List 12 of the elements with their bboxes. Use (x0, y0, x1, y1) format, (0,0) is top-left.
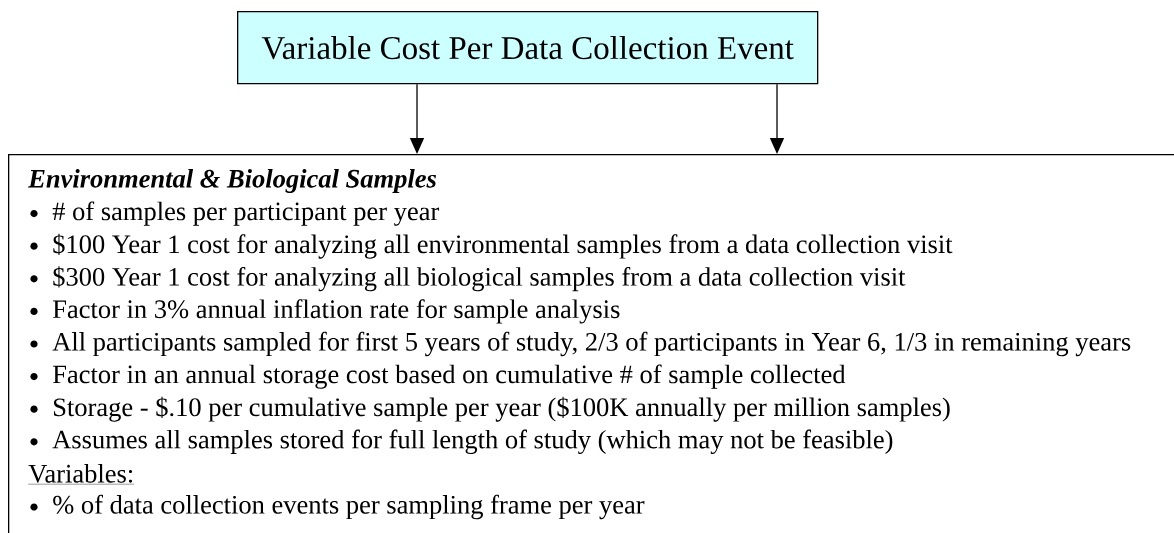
section-label: Variables: (28, 464, 135, 485)
bullet-item: Storage - $.10 per cumulative sample per year ($100K annually per million samples) (30, 396, 950, 422)
heading: Environmental & Biological Samples (28, 169, 437, 193)
bullet-item: Factor in 3% annual inflation rate for sample analysis (30, 299, 620, 324)
bullet-item: Assumes all samples stored for full length of study (which may not be feasible) (30, 429, 893, 454)
bullet-item: $100 Year 1 cost for analyzing all environmental samples from a data collection visit (30, 233, 953, 259)
bullet-item: $300 Year 1 cost for analyzing all biological samples from a data collection visit (30, 266, 906, 292)
bullet-item: # of samples per participant per year (30, 201, 440, 226)
bullet-item: All participants sampled for first 5 years of study, 2/3 of participants in Year 6, 1/3 in remaining years (30, 331, 1131, 357)
bullet-item: % of data collection events per sampling frame per year (30, 494, 645, 520)
bullet-item: Factor in an annual storage cost based on cumulative # of sample collected (30, 364, 846, 389)
title-box: Variable Cost Per Data Collection Event (237, 11, 819, 85)
